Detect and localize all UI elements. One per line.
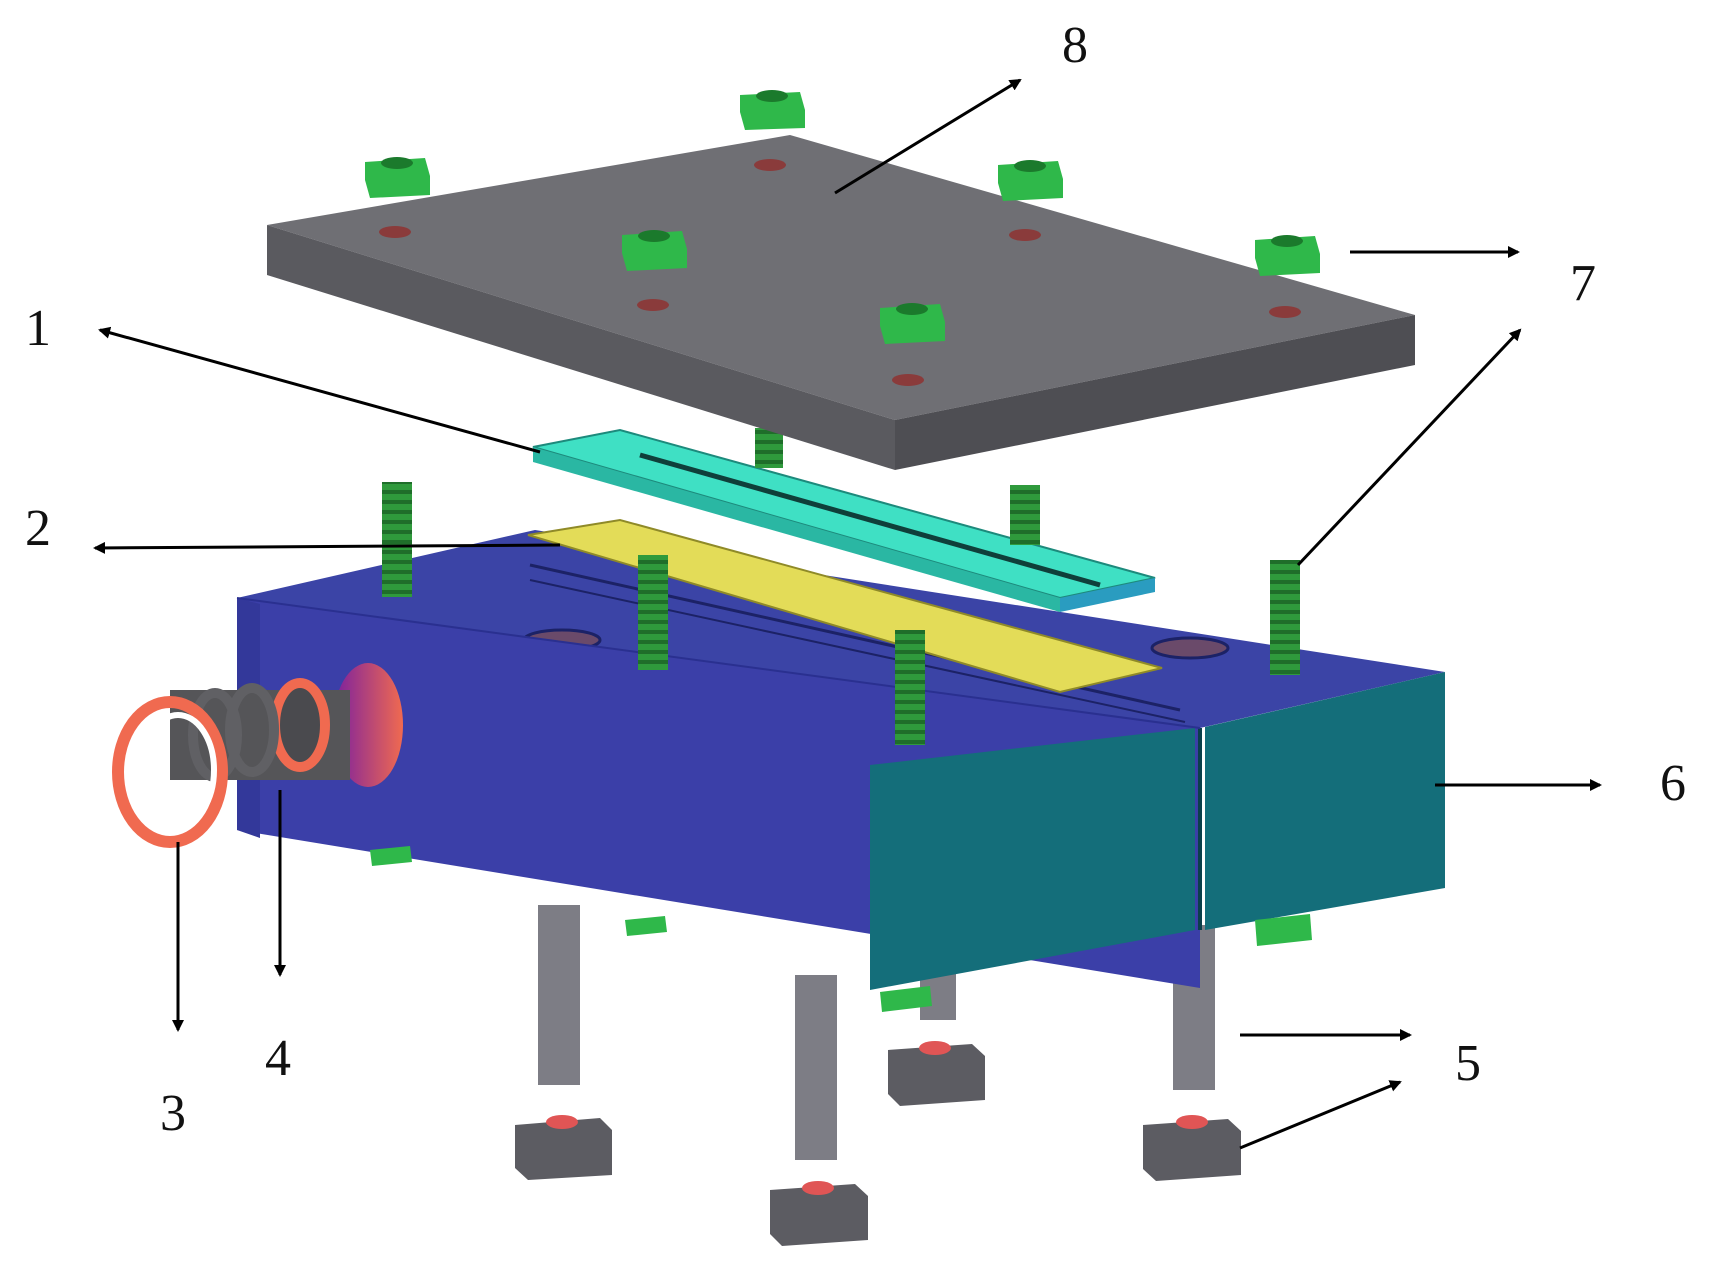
label-3: 3 xyxy=(160,1085,186,1142)
arrow-7b xyxy=(1296,328,1522,567)
hex-nut xyxy=(1255,235,1320,276)
leader-arrows xyxy=(93,78,1602,1150)
label-2: 2 xyxy=(25,500,51,557)
foot-nut xyxy=(770,1181,868,1246)
inlet-tube xyxy=(112,663,403,848)
hex-nut xyxy=(880,303,945,344)
top-hex-nuts xyxy=(365,90,1320,344)
label-6: 6 xyxy=(1660,755,1686,812)
hex-nut xyxy=(622,230,687,271)
main-block xyxy=(236,530,1445,990)
under-nuts xyxy=(370,846,1312,1012)
foot-nut xyxy=(515,1115,612,1180)
label-4: 4 xyxy=(265,1030,291,1087)
glass-strip xyxy=(532,428,1156,612)
arrow-2 xyxy=(93,541,561,554)
label-8: 8 xyxy=(1062,17,1088,74)
foot-nut xyxy=(888,1041,985,1106)
label-1: 1 xyxy=(25,300,51,357)
yellow-strip xyxy=(527,518,1163,694)
label-7: 7 xyxy=(1570,255,1596,312)
foot-nut xyxy=(1143,1115,1241,1181)
label-5: 5 xyxy=(1455,1035,1481,1092)
arrow-1 xyxy=(98,326,541,454)
threaded-bolts xyxy=(382,428,1300,745)
foot-nuts xyxy=(515,1041,1241,1246)
arrow-5b xyxy=(1239,1080,1402,1150)
hex-nut xyxy=(740,90,805,130)
hex-nut xyxy=(998,160,1063,201)
hex-nut xyxy=(365,157,430,198)
part-labels: 1 2 3 4 5 6 7 8 xyxy=(25,17,1686,1142)
arrow-8 xyxy=(834,78,1022,195)
top-plate xyxy=(267,135,1415,470)
